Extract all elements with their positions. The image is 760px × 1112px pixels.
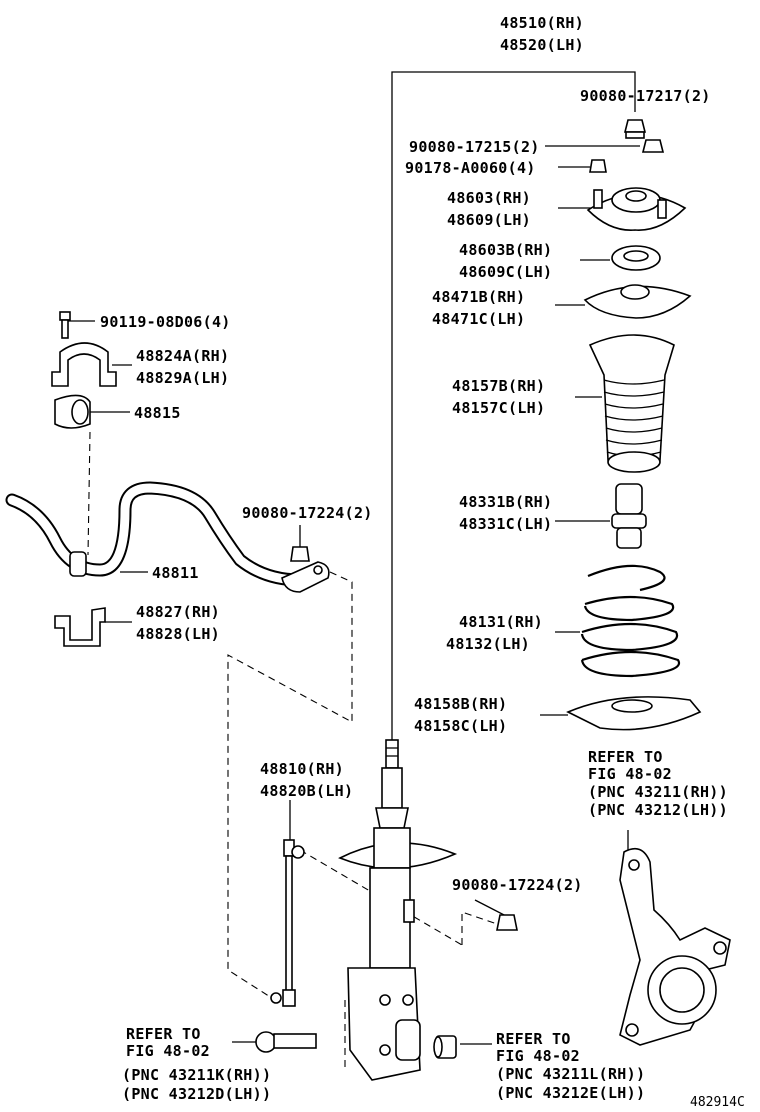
refer-knuckle-line-1: REFER TO [588,748,663,766]
link-nut [496,914,518,931]
label-bushing: 48815 [134,404,181,422]
refer-knuckle-line-4: (PNC 43212(LH)) [588,801,728,819]
label-link-nut: 90080-17224(2) [452,876,583,894]
label-bolt: 90119-08D06(4) [100,313,231,331]
labels: 48510(RH) 48520(LH) 90080-17217(2) 90080… [100,14,745,1110]
coil-spring [580,564,681,678]
leader-lines [68,71,640,1045]
mid-nut [641,139,665,153]
label-support-rh: 48603(RH) [447,189,531,207]
upper-spring-seat [583,284,692,319]
label-nut-top: 90080-17217(2) [580,87,711,105]
label-bearing-lh: 48609C(LH) [459,263,552,281]
stabilizer-bushing [54,394,91,429]
refer-knuckle-line-2: FIG 48-02 [588,765,672,783]
refer-bolt-line-2: FIG 48-02 [126,1042,210,1060]
refer-bolt-line-3: (PNC 43211K(RH)) [122,1066,271,1084]
label-insulator-rh: 48158B(RH) [414,695,507,713]
label-bearing-rh: 48603B(RH) [459,241,552,259]
label-boot-lh: 48157C(LH) [452,399,545,417]
refer-bolt-line-1: REFER TO [126,1025,201,1043]
label-clamp-lh: 48828(LH) [136,625,220,643]
label-nut-mid: 90080-17215(2) [409,138,540,156]
bump-stop [611,483,647,549]
steering-knuckle [619,847,731,1046]
label-spring-lh: 48132(LH) [446,635,530,653]
top-nut [623,119,647,139]
label-stabilizer: 48811 [152,564,199,582]
stabilizer-clamp [54,607,106,647]
dashed-lines [87,431,501,1070]
label-strut-rh: 48510(RH) [500,14,584,32]
dust-boot [588,334,675,473]
label-clamp-rh: 48827(RH) [136,603,220,621]
strut-base-nut [433,1035,457,1059]
stabilizer-nut [290,546,310,562]
refer-bolt-line-4: (PNC 43212D(LH)) [122,1085,271,1103]
label-bracket-lh: 48829A(LH) [136,369,229,387]
bearing [611,245,661,271]
refer-nut-line-2: FIG 48-02 [496,1047,580,1065]
strut-body [338,739,458,1081]
strut-base-bolt [255,1031,317,1053]
label-link-lh: 48820B(LH) [260,782,353,800]
refer-nut-line-4: (PNC 43212E(LH)) [496,1084,645,1102]
stabilizer-bar [5,481,330,593]
stabilizer-link [270,839,305,1007]
lower-insulator [566,696,702,731]
label-insulator-lh: 48158C(LH) [414,717,507,735]
label-stab-nut: 90080-17224(2) [242,504,373,522]
label-bumper-lh: 48331C(LH) [459,515,552,533]
refer-nut-line-1: REFER TO [496,1030,571,1048]
small-nut [589,159,607,173]
bracket-bolt [59,311,71,339]
stabilizer-bracket [51,342,117,387]
label-support-lh: 48609(LH) [447,211,531,229]
label-nut-small: 90178-A0060(4) [405,159,536,177]
label-boot-rh: 48157B(RH) [452,377,545,395]
label-strut-lh: 48520(LH) [500,36,584,54]
strut-support [586,187,687,231]
label-seat-rh: 48471B(RH) [432,288,525,306]
label-bumper-rh: 48331B(RH) [459,493,552,511]
label-link-rh: 48810(RH) [260,760,344,778]
label-spring-rh: 48131(RH) [459,613,543,631]
refer-knuckle-line-3: (PNC 43211(RH)) [588,783,728,801]
figure-code: 482914C [690,1095,745,1110]
refer-nut-line-3: (PNC 43211L(RH)) [496,1065,645,1083]
label-bracket-rh: 48824A(RH) [136,347,229,365]
label-seat-lh: 48471C(LH) [432,310,525,328]
